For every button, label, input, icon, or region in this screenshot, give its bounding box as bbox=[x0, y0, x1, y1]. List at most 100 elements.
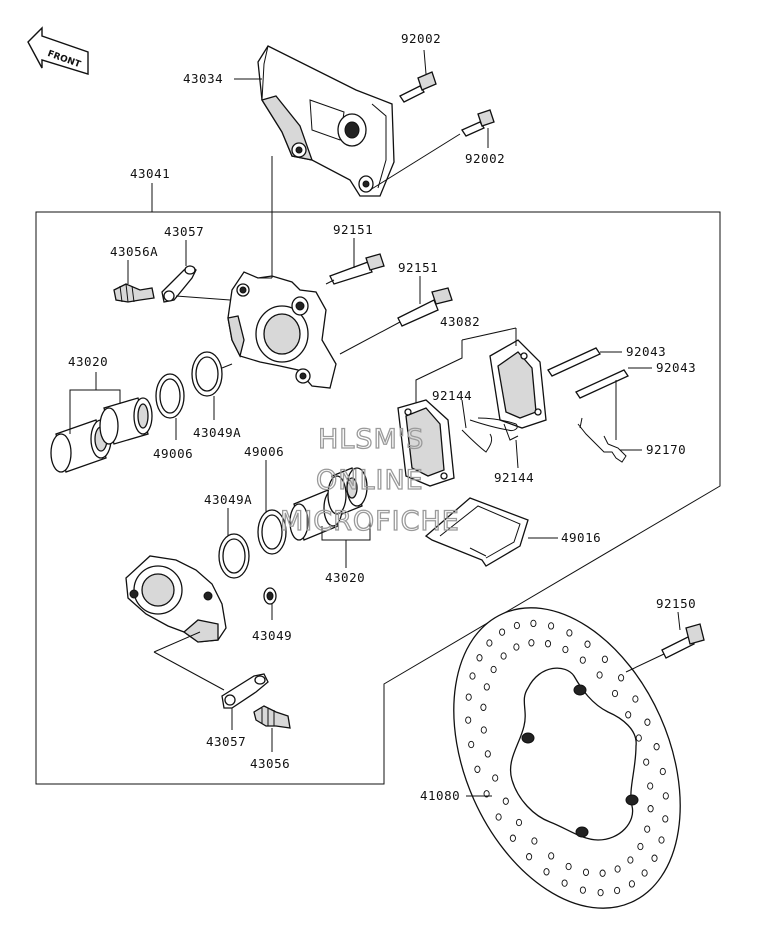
disc-hole bbox=[465, 693, 472, 701]
brake-disc bbox=[453, 607, 681, 909]
bleeder-43056 bbox=[253, 705, 291, 729]
bolt-92002-upper bbox=[399, 71, 437, 103]
spring-92144-lower bbox=[469, 417, 519, 441]
disc-hole bbox=[484, 750, 491, 758]
disc-hole bbox=[601, 655, 608, 663]
pin-92043-upper bbox=[547, 347, 601, 377]
disc-hole bbox=[658, 836, 665, 844]
disc-hole bbox=[544, 640, 552, 648]
label-43034: 43034 bbox=[183, 71, 223, 86]
clip-92170 bbox=[577, 417, 627, 463]
label-92150: 92150 bbox=[656, 596, 696, 611]
piston-43020-upper-b bbox=[99, 397, 153, 445]
disc-hole bbox=[635, 734, 642, 742]
piston-43020-lower-b bbox=[327, 467, 368, 515]
washer-43049 bbox=[263, 587, 277, 605]
brake-pad-outer bbox=[489, 339, 547, 429]
disc-drill-holes bbox=[465, 619, 669, 897]
disc-hole bbox=[469, 672, 476, 680]
disc-hole bbox=[502, 797, 509, 805]
disc-hole bbox=[548, 852, 555, 860]
label-41080: 41080 bbox=[420, 788, 460, 803]
label-43049A-upper: 43049A bbox=[193, 425, 241, 440]
disc-hole bbox=[653, 743, 660, 751]
disc-hole bbox=[632, 695, 639, 703]
pin-92043-lower bbox=[575, 369, 629, 399]
disc-hole bbox=[499, 628, 506, 636]
disc-hole bbox=[548, 622, 555, 630]
disc-hole bbox=[530, 619, 537, 628]
disc-hole bbox=[543, 868, 550, 876]
disc-hole bbox=[644, 825, 651, 833]
disc-hole bbox=[509, 834, 516, 842]
seal-49006-upper bbox=[155, 373, 185, 419]
label-43082: 43082 bbox=[440, 314, 480, 329]
disc-hole bbox=[643, 758, 650, 766]
label-92151-lower: 92151 bbox=[398, 260, 438, 275]
disc-hole bbox=[492, 774, 499, 782]
disc-hole bbox=[495, 813, 502, 821]
disc-hole bbox=[659, 767, 666, 776]
disc-hole bbox=[513, 643, 520, 651]
label-92043-upper: 92043 bbox=[626, 344, 666, 359]
disc-hole bbox=[662, 792, 669, 800]
disc-hole bbox=[614, 865, 621, 873]
disc-hole bbox=[565, 862, 572, 871]
disc-hole bbox=[647, 805, 654, 813]
watermark-line-3: MICROFICHE bbox=[280, 506, 460, 537]
disc-hole bbox=[597, 888, 604, 897]
disc-hole bbox=[513, 621, 520, 630]
brake-pad-inner bbox=[397, 399, 455, 487]
label-43020-lower: 43020 bbox=[325, 570, 365, 585]
bolt-92150 bbox=[661, 623, 705, 659]
disc-hole bbox=[562, 645, 569, 654]
assembly-frame bbox=[35, 211, 721, 785]
watermark-line-1: HLSM'S bbox=[318, 424, 424, 455]
bolt-92151-lower bbox=[397, 287, 453, 327]
caliper-body-left bbox=[125, 555, 227, 643]
label-92144-lower: 92144 bbox=[494, 470, 534, 485]
front-arrow-icon: FRONT bbox=[27, 26, 89, 75]
disc-hole bbox=[584, 640, 591, 648]
disc-hole bbox=[490, 665, 497, 674]
spring-92144-upper bbox=[461, 429, 493, 453]
label-92151-upper: 92151 bbox=[333, 222, 373, 237]
bolt-92002-lower bbox=[461, 109, 495, 137]
label-43020-upper: 43020 bbox=[68, 354, 108, 369]
disc-hole bbox=[566, 629, 573, 637]
pad-spring-49016 bbox=[424, 497, 529, 567]
label-43041: 43041 bbox=[130, 166, 170, 181]
disc-hole bbox=[662, 815, 669, 823]
bleeder-43056A bbox=[113, 283, 155, 303]
label-43056: 43056 bbox=[250, 756, 290, 771]
disc-hole bbox=[480, 726, 487, 734]
disc-hole bbox=[561, 879, 568, 887]
disc-hole bbox=[500, 652, 507, 660]
label-92002-lower: 92002 bbox=[465, 151, 505, 166]
disc-hole bbox=[531, 837, 538, 845]
label-92144-upper: 92144 bbox=[432, 388, 472, 403]
label-92043-lower: 92043 bbox=[656, 360, 696, 375]
disc-hole bbox=[528, 639, 535, 647]
seal-43049A-upper bbox=[191, 351, 223, 397]
disc-hole bbox=[627, 856, 634, 864]
disc-hole bbox=[468, 740, 475, 749]
disc-hole bbox=[582, 868, 590, 876]
disc-hole bbox=[625, 711, 632, 719]
disc-hole bbox=[579, 656, 586, 664]
link-43057-upper bbox=[161, 265, 197, 303]
caliper-bracket bbox=[257, 45, 395, 197]
seal-43049A-lower bbox=[218, 533, 250, 579]
seal-49006-lower bbox=[257, 509, 287, 555]
watermark-line-2: ONLINE bbox=[316, 465, 424, 496]
link-43057-lower bbox=[221, 673, 269, 709]
disc-hole bbox=[474, 765, 481, 773]
label-49006-upper: 49006 bbox=[153, 446, 193, 461]
disc-hole bbox=[647, 782, 654, 790]
disc-hole bbox=[637, 842, 644, 851]
label-92170: 92170 bbox=[646, 442, 686, 457]
label-49016: 49016 bbox=[561, 530, 601, 545]
disc-hole bbox=[579, 886, 586, 894]
